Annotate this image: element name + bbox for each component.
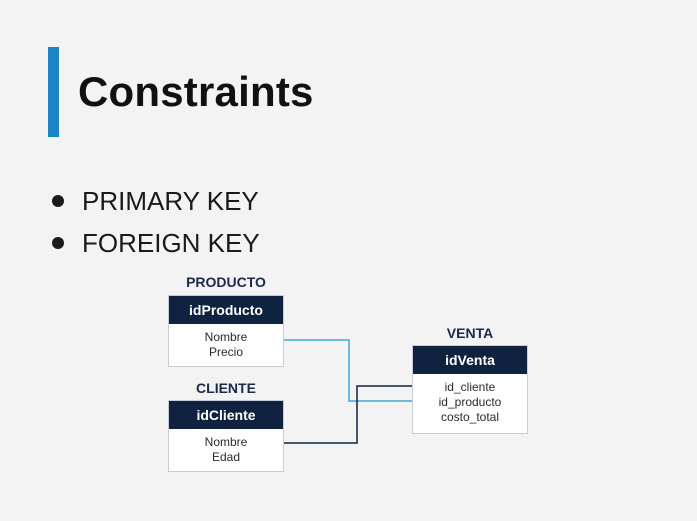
- cliente-fields: Nombre Edad: [169, 429, 283, 465]
- producto-venta-link: [283, 339, 432, 402]
- venta-table: idVenta id_cliente id_producto costo_tot…: [412, 345, 528, 434]
- venta-field: id_producto: [438, 395, 502, 409]
- producto-table-name: PRODUCTO: [186, 274, 266, 290]
- venta-field: costo_total: [440, 410, 500, 424]
- venta-primary-key: idVenta: [413, 346, 527, 374]
- bullet-label: PRIMARY KEY: [82, 186, 259, 216]
- slide-title: Constraints: [78, 68, 314, 115]
- cliente-table-name: CLIENTE: [196, 380, 256, 396]
- cliente-primary-key: idCliente: [169, 401, 283, 429]
- cliente-field: Edad: [211, 450, 241, 464]
- bullet-item: FOREIGN KEY: [50, 222, 260, 264]
- cliente-field: Nombre: [204, 435, 248, 449]
- cliente-table: idCliente Nombre Edad: [168, 400, 284, 472]
- producto-field: Nombre: [204, 330, 248, 344]
- bullet-list: PRIMARY KEY FOREIGN KEY: [50, 180, 260, 264]
- bullet-dot-icon: [52, 237, 64, 249]
- bullet-dot-icon: [52, 195, 64, 207]
- venta-fields: id_cliente id_producto costo_total: [413, 374, 527, 425]
- producto-primary-key: idProducto: [169, 296, 283, 324]
- producto-fields: Nombre Precio: [169, 324, 283, 360]
- producto-field: Precio: [208, 345, 243, 359]
- title-accent-bar: [48, 47, 59, 137]
- bullet-item: PRIMARY KEY: [50, 180, 260, 222]
- venta-field: id_cliente: [444, 380, 496, 394]
- venta-table-name: VENTA: [446, 325, 494, 341]
- producto-table: idProducto Nombre Precio: [168, 295, 284, 367]
- bullet-label: FOREIGN KEY: [82, 228, 260, 258]
